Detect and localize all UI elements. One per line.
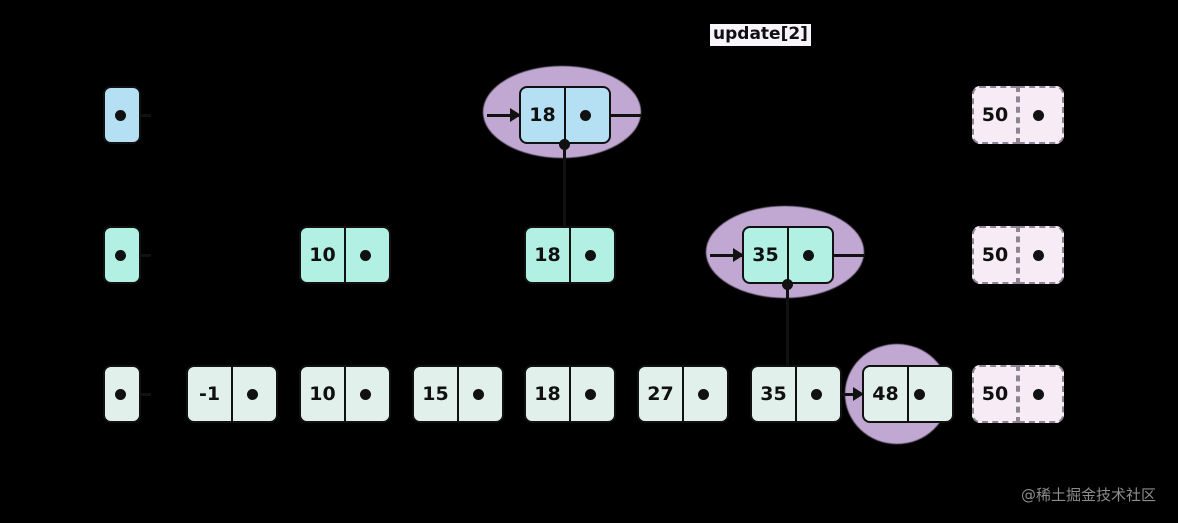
level3-node-35-pointer-dot [811, 389, 822, 400]
level2-node-18-pointer-dot [585, 250, 596, 261]
level1-incoming-arrowhead [510, 108, 521, 122]
level2-node-35-value: 35 [742, 226, 788, 284]
level3-tail-node-50[interactable]: 50 [972, 365, 1064, 423]
level3-node-18[interactable]: 18 [524, 365, 616, 423]
level2-node-10-pointer-dot [360, 250, 371, 261]
level3-node-27[interactable]: 27 [637, 365, 729, 423]
level2-node-35-down-dot [782, 279, 793, 290]
level3-node-minus1-value: -1 [186, 365, 232, 423]
level2-node-18[interactable]: 18 [524, 226, 616, 284]
level2-node-35-forward-line [812, 254, 864, 257]
level2-node-18-value: 18 [524, 226, 570, 284]
level3-node-48-incoming-arrowhead [853, 387, 864, 401]
level3-node-10-pointer-dot [360, 389, 371, 400]
level3-node-15-pointer-cell [458, 365, 504, 423]
level3-node-15-pointer-dot [473, 389, 484, 400]
level3-node-27-value: 27 [637, 365, 683, 423]
level3-node-10-value: 10 [299, 365, 345, 423]
level1-tail-pointer-dot [1033, 110, 1044, 121]
level3-tail-node-50-value: 50 [972, 365, 1018, 423]
level3-node-15-value: 15 [412, 365, 458, 423]
level3-node-48-pointer-dot [914, 389, 925, 400]
level1-head-pointer-cell [103, 86, 141, 144]
level3-node-18-pointer-dot [585, 389, 596, 400]
level2-node-10[interactable]: 10 [299, 226, 391, 284]
level3-node-10[interactable]: 10 [299, 365, 391, 423]
level1-tail-node-50[interactable]: 50 [972, 86, 1064, 144]
level1-node-18-forward-line [589, 114, 641, 117]
level1-head-pointer-dot [115, 110, 126, 121]
level2-node-18-pointer-cell [570, 226, 616, 284]
level1-head-node[interactable] [103, 86, 141, 144]
level2-node-35-pointer-dot [803, 250, 814, 261]
level3-head-pointer-dot [115, 389, 126, 400]
level1-node-18-pointer-dot [580, 110, 591, 121]
level3-node-35-value: 35 [750, 365, 796, 423]
level3-node-35[interactable]: 35 [750, 365, 842, 423]
level2-tail-pointer-dot [1033, 250, 1044, 261]
level2-tail-node-50[interactable]: 50 [972, 226, 1064, 284]
level3-node-48-pointer-cell [908, 365, 954, 423]
watermark: @稀土掘金技术社区 [1020, 486, 1156, 504]
level1-incoming-line [487, 114, 523, 117]
level2-incoming-arrowhead [733, 248, 744, 262]
level3-node-minus1-pointer-cell [232, 365, 278, 423]
level3-tail-pointer-dot [1033, 389, 1044, 400]
level3-node-15[interactable]: 15 [412, 365, 504, 423]
level2-head-pointer-dot [115, 250, 126, 261]
level1-node-18-value: 18 [519, 86, 565, 144]
level1-to-level2-downlink [563, 144, 566, 226]
level2-tail-node-50-value: 50 [972, 226, 1018, 284]
level2-node-35[interactable]: 35 [742, 226, 834, 284]
level3-node-48-value: 48 [862, 365, 908, 423]
level3-node-27-pointer-dot [698, 389, 709, 400]
level1-node-18[interactable]: 18 [519, 86, 611, 144]
level1-tail-node-50-value: 50 [972, 86, 1018, 144]
level1-node-18-down-dot [559, 139, 570, 150]
level3-node-minus1-pointer-dot [247, 389, 258, 400]
level3-node-48[interactable]: 48 [862, 365, 954, 423]
level3-node-10-pointer-cell [345, 365, 391, 423]
level2-incoming-line [710, 254, 746, 257]
level2-to-level3-downlink [786, 284, 789, 366]
level3-node-18-value: 18 [524, 365, 570, 423]
page-title: update[2] [710, 24, 811, 46]
level3-node-minus1[interactable]: -1 [186, 365, 278, 423]
level2-node-10-value: 10 [299, 226, 345, 284]
